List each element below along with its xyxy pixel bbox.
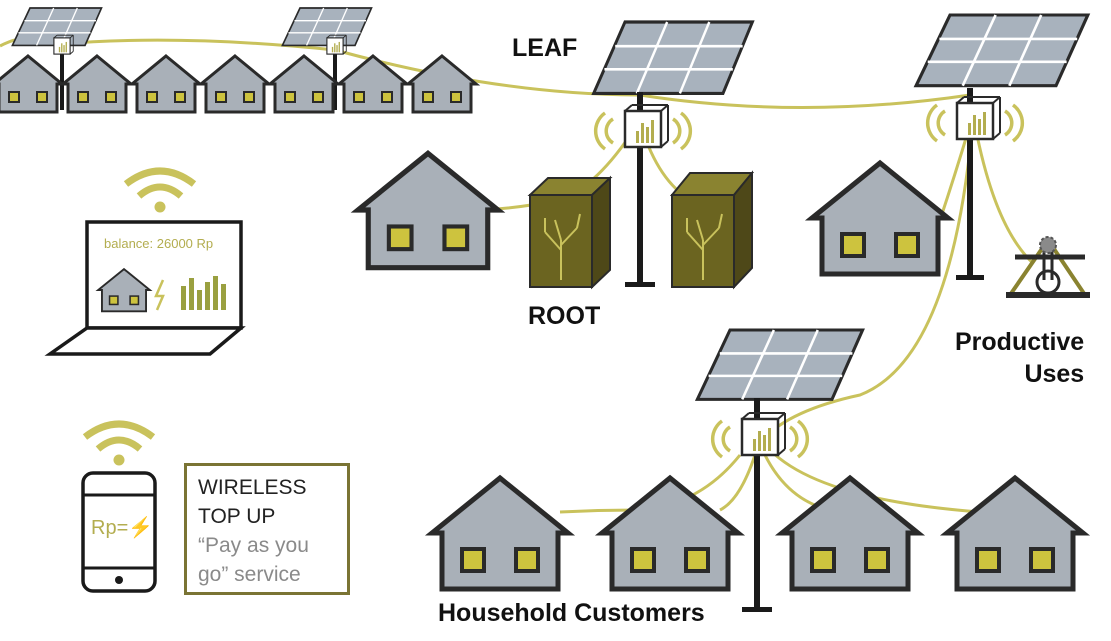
topup-line3: “Pay as you (198, 534, 309, 557)
phone-screen-text: Rp=⚡ (91, 517, 154, 539)
leaf-label: LEAF (512, 34, 578, 62)
phone-icon (81, 424, 157, 593)
topup-line1: WIRELESS (198, 476, 307, 499)
laptop-icon (44, 171, 246, 356)
productive-line2: Uses (1024, 360, 1085, 388)
productive-machine-icon (1006, 236, 1090, 298)
household-node (695, 328, 865, 612)
productive-uses-label: Productive Uses (955, 326, 1084, 390)
household-house-4 (947, 478, 1083, 589)
household-house-1 (432, 478, 568, 589)
productive-node (914, 13, 1090, 280)
wireless-topup-box: WIRELESS TOP UP “Pay as you go” service (184, 463, 350, 595)
topup-line4: go” service (198, 563, 301, 586)
productive-line1: Productive (955, 328, 1085, 356)
root-server-right (669, 170, 755, 290)
household-customers-label: Household Customers (438, 599, 705, 627)
root-server-left (527, 175, 613, 290)
leaf-node (592, 20, 754, 287)
household-house-2 (602, 478, 738, 589)
laptop-balance-text: balance: 26000 Rp (104, 236, 214, 251)
root-label: ROOT (528, 302, 601, 330)
household-house-3 (782, 478, 918, 589)
house-leaf (358, 153, 498, 267)
root-servers (527, 170, 755, 290)
topup-line2: TOP UP (198, 505, 276, 528)
distant-village (0, 7, 971, 114)
house-right (812, 163, 948, 274)
